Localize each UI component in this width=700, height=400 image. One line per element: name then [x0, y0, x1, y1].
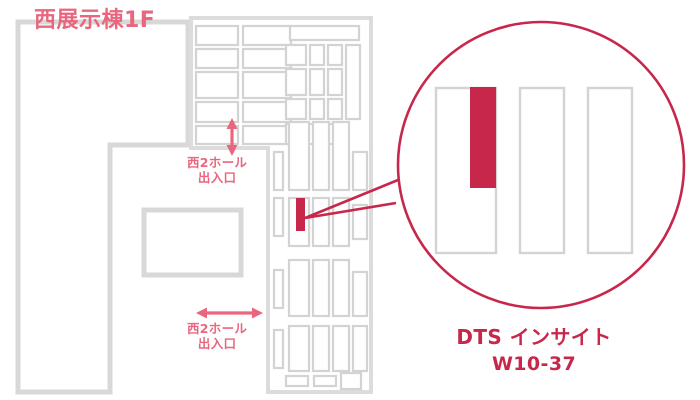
booth-block-middle-a [272, 120, 369, 192]
booth-block-middle-b [272, 196, 369, 248]
inner-room-outline [141, 207, 244, 278]
booth-block-upper-left [194, 24, 293, 146]
callout-connector-lines [304, 178, 399, 220]
booth-block-lower-a [272, 258, 369, 318]
highlighted-booth-dts-insight[interactable] [296, 198, 305, 231]
arrow-leftright-icon [196, 307, 263, 319]
magnified-booths [434, 86, 634, 255]
west-building-outline [15, 19, 191, 395]
booth-block-lower-b [272, 324, 369, 373]
magnified-highlighted-booth[interactable] [470, 87, 496, 188]
arrow-updown-icon [226, 118, 238, 156]
booth-block-bottom [284, 371, 363, 391]
